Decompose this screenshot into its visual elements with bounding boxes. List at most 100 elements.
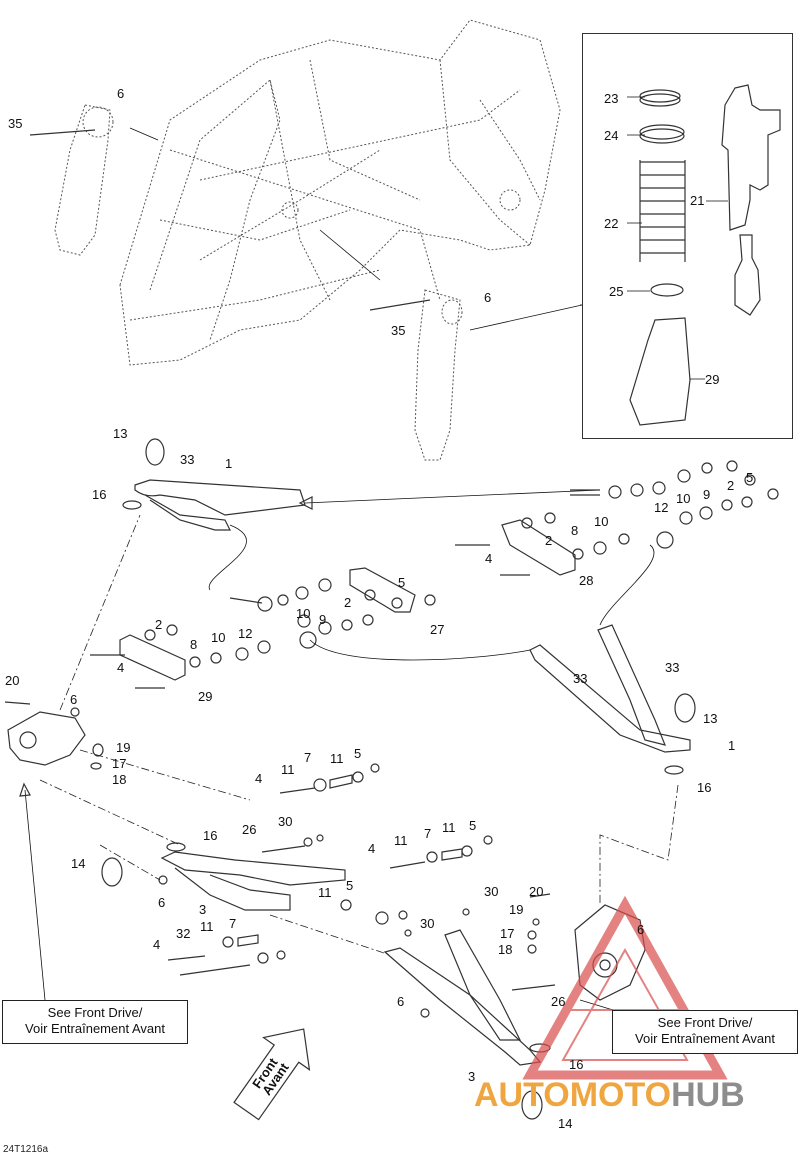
callout-30: 30	[420, 916, 434, 931]
upper-hardware	[455, 460, 779, 576]
callout-5: 5	[398, 575, 405, 590]
connection-line	[208, 524, 247, 591]
callout-14: 14	[558, 1116, 572, 1131]
alignment-lines	[39, 514, 679, 956]
leader-line	[579, 999, 614, 1011]
callout-16: 16	[203, 828, 217, 843]
callout-13: 13	[703, 711, 717, 726]
callout-29: 29	[198, 689, 212, 704]
left-shock-absorber	[29, 104, 114, 256]
lower-hardware-right	[389, 835, 556, 991]
callout-2: 2	[155, 617, 162, 632]
callout-5: 5	[346, 878, 353, 893]
callout-14: 14	[71, 856, 85, 871]
callout-numbers: 35 6 6 35 23 24 22 21 25 29 13 33 1 16 5…	[5, 86, 753, 1131]
callout-6: 6	[397, 994, 404, 1009]
vehicle-frame	[119, 19, 561, 366]
callout-35: 35	[8, 116, 22, 131]
callout-33: 33	[180, 452, 194, 467]
callout-24: 24	[604, 128, 618, 143]
callout-7: 7	[304, 750, 311, 765]
callout-26: 26	[242, 822, 256, 837]
callout-6: 6	[70, 692, 77, 707]
connection-line	[309, 639, 531, 661]
inset-spring-parts	[629, 84, 781, 426]
callout-6: 6	[158, 895, 165, 910]
watermark-part-2: HUB	[671, 1076, 745, 1114]
callout-19: 19	[116, 740, 130, 755]
callout-20: 20	[5, 673, 19, 688]
right-shock-absorber	[369, 289, 463, 461]
callout-32: 32	[176, 926, 190, 941]
callout-30: 30	[484, 884, 498, 899]
callout-18: 18	[112, 772, 126, 787]
callout-5: 5	[354, 746, 361, 761]
arrow-line	[304, 489, 601, 504]
callout-11: 11	[442, 820, 456, 835]
callout-4: 4	[153, 937, 160, 952]
callout-21: 21	[690, 193, 704, 208]
callout-11: 11	[200, 919, 214, 934]
callout-23: 23	[604, 91, 618, 106]
upper-a-arm-left	[122, 438, 306, 531]
callout-22: 22	[604, 216, 618, 231]
callout-33: 33	[665, 660, 679, 675]
callout-1: 1	[225, 456, 232, 471]
leader-line	[129, 127, 159, 141]
callout-10: 10	[594, 514, 608, 529]
callout-25: 25	[609, 284, 623, 299]
leader-line	[24, 789, 46, 1001]
callout-2: 2	[344, 595, 351, 610]
callout-19: 19	[509, 902, 523, 917]
callout-11: 11	[330, 751, 344, 766]
note-line-2: Voir Entraînement Avant	[25, 1021, 165, 1036]
callout-3: 3	[468, 1069, 475, 1084]
diagram-code: 24T1216a	[3, 1144, 49, 1155]
shock-detail-inset	[582, 33, 793, 439]
callout-4: 4	[368, 841, 375, 856]
lower-hardware-left	[167, 763, 408, 976]
see-front-drive-note-left: See Front Drive/ Voir Entraînement Avant	[2, 1000, 188, 1044]
lower-a-arm-left	[101, 842, 346, 911]
callout-12: 12	[238, 626, 252, 641]
callout-11: 11	[394, 833, 408, 848]
callout-28: 28	[579, 573, 593, 588]
callout-11: 11	[281, 762, 295, 777]
leader-line	[319, 229, 381, 281]
callout-6: 6	[484, 290, 491, 305]
callout-33: 33	[573, 671, 587, 686]
callout-10: 10	[296, 606, 310, 621]
callout-3: 3	[199, 902, 206, 917]
arrow-head	[19, 782, 31, 797]
callout-5: 5	[746, 470, 753, 485]
callout-11: 11	[318, 885, 332, 900]
watermark-part-1: AUTOMOTO	[474, 1076, 672, 1114]
callout-10: 10	[676, 491, 690, 506]
callout-27: 27	[430, 622, 444, 637]
callout-10: 10	[211, 630, 225, 645]
callout-30: 30	[278, 814, 292, 829]
callout-8: 8	[190, 637, 197, 652]
callout-4: 4	[117, 660, 124, 675]
callout-17: 17	[112, 756, 126, 771]
leader-line	[627, 96, 728, 380]
callout-16: 16	[92, 487, 106, 502]
callout-16: 16	[569, 1057, 583, 1072]
note-line-1: See Front Drive/	[657, 1015, 753, 1030]
callout-4: 4	[255, 771, 262, 786]
upper-a-arm-right	[529, 624, 696, 775]
callout-5: 5	[469, 818, 476, 833]
callout-35: 35	[391, 323, 405, 338]
callout-9: 9	[703, 487, 710, 502]
callout-6: 6	[637, 922, 644, 937]
front-arrow: Front Avant	[233, 1028, 311, 1121]
connection-line	[599, 544, 655, 626]
callout-2: 2	[545, 533, 552, 548]
callout-26: 26	[551, 994, 565, 1009]
callout-20: 20	[529, 884, 543, 899]
callout-8: 8	[571, 523, 578, 538]
callout-12: 12	[654, 500, 668, 515]
callout-29: 29	[705, 372, 719, 387]
callout-9: 9	[319, 612, 326, 627]
